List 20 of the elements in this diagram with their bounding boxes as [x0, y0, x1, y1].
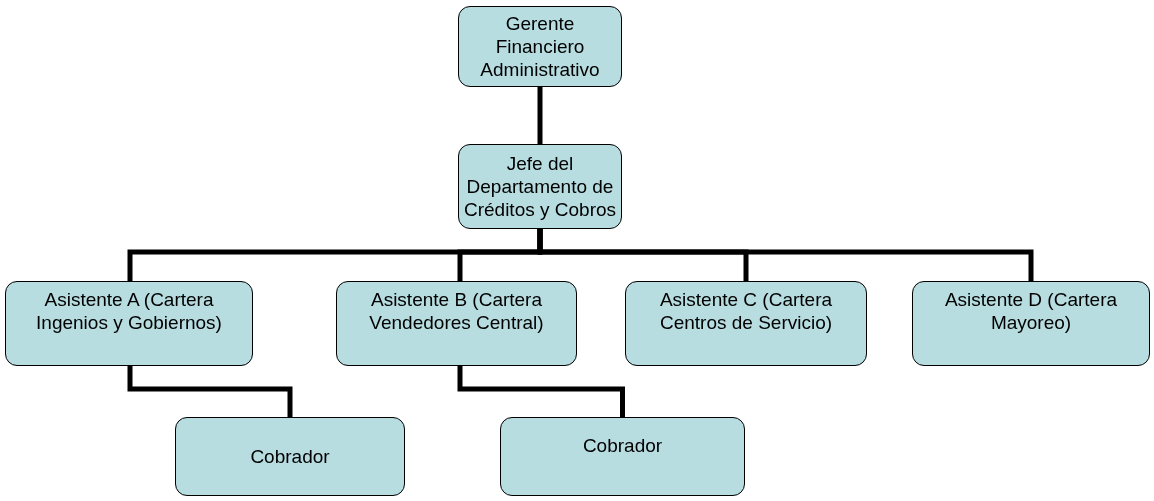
position-box [458, 144, 622, 229]
position-box [5, 281, 253, 366]
position-title: Cobrador [582, 434, 663, 457]
connector-line [127, 366, 293, 417]
connector-line [457, 366, 625, 417]
position-title: Asistente D (Cartera Mayoreo) [943, 288, 1119, 334]
position-box [912, 281, 1150, 366]
position-title: Cobrador [250, 445, 330, 468]
position-title: Gerente Financiero Administrativo [479, 12, 601, 81]
position-title: Asistente B (Cartera Vendedores Central) [368, 288, 545, 334]
connector-line [537, 229, 1034, 281]
position-box [175, 417, 405, 496]
position-box [336, 281, 577, 366]
position-box [625, 281, 867, 366]
position-box [500, 417, 745, 496]
position-title: Asistente C (Cartera Centros de Servicio) [658, 288, 834, 334]
position-title: Asistente A (Cartera Ingenios y Gobiernos) [35, 288, 223, 334]
connector-line [537, 87, 543, 144]
position-box [458, 6, 622, 87]
position-title: Jefe del Departamento de Créditos y Cobros [463, 152, 617, 221]
